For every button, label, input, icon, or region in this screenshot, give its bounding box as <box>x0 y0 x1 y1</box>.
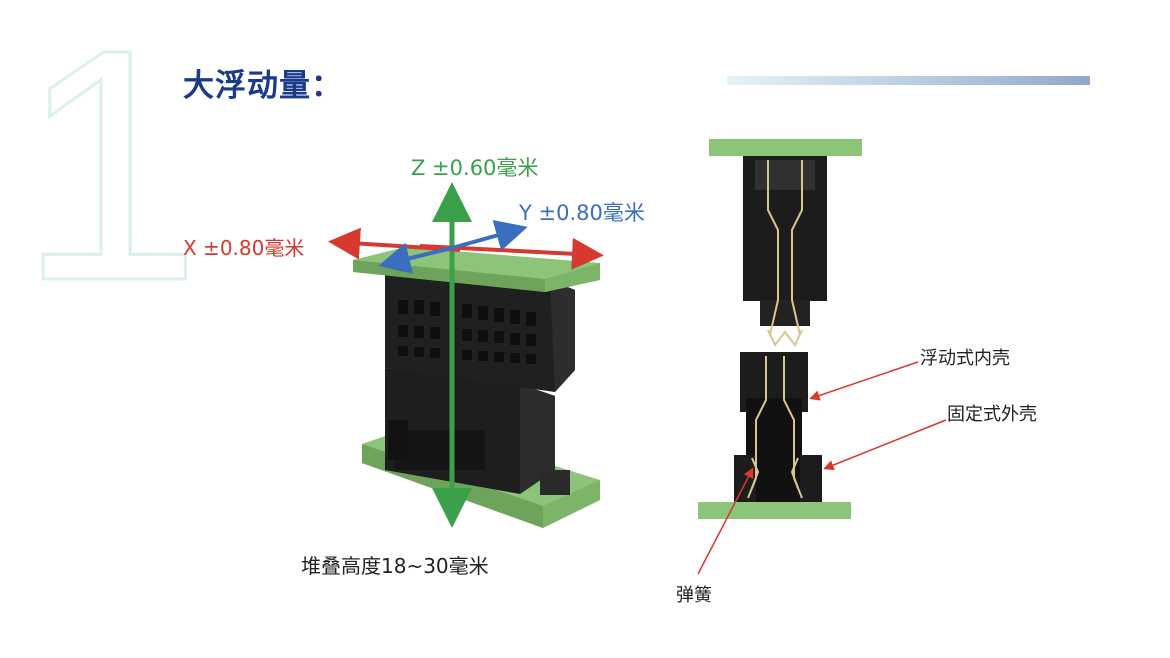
outer-shell-callout-line <box>823 419 947 471</box>
slide-number: 1 <box>17 0 204 349</box>
inner-shell-callout-line <box>809 361 919 401</box>
title-accent-bar <box>727 76 1090 85</box>
spring-callout-line <box>697 467 754 575</box>
connector-cross-section <box>698 139 862 519</box>
y-axis-label: Y ±0.80毫米 <box>519 201 645 225</box>
connector-upper-housing <box>385 268 575 392</box>
z-axis-label: Z ±0.60毫米 <box>411 156 539 180</box>
y-axis-arrow-back <box>451 220 528 251</box>
outer-shell-label: 固定式外壳 <box>947 404 1037 425</box>
connector-lower-housing <box>385 368 570 495</box>
inner-shell-label: 浮动式内壳 <box>920 348 1010 369</box>
y-axis-arrow-front <box>378 242 453 274</box>
stack-height-label: 堆叠高度18~30毫米 <box>301 554 489 578</box>
slide-title: 大浮动量： <box>183 68 343 104</box>
x-axis-label: X ±0.80毫米 <box>183 236 305 260</box>
spring-label: 弹簧 <box>676 585 712 606</box>
